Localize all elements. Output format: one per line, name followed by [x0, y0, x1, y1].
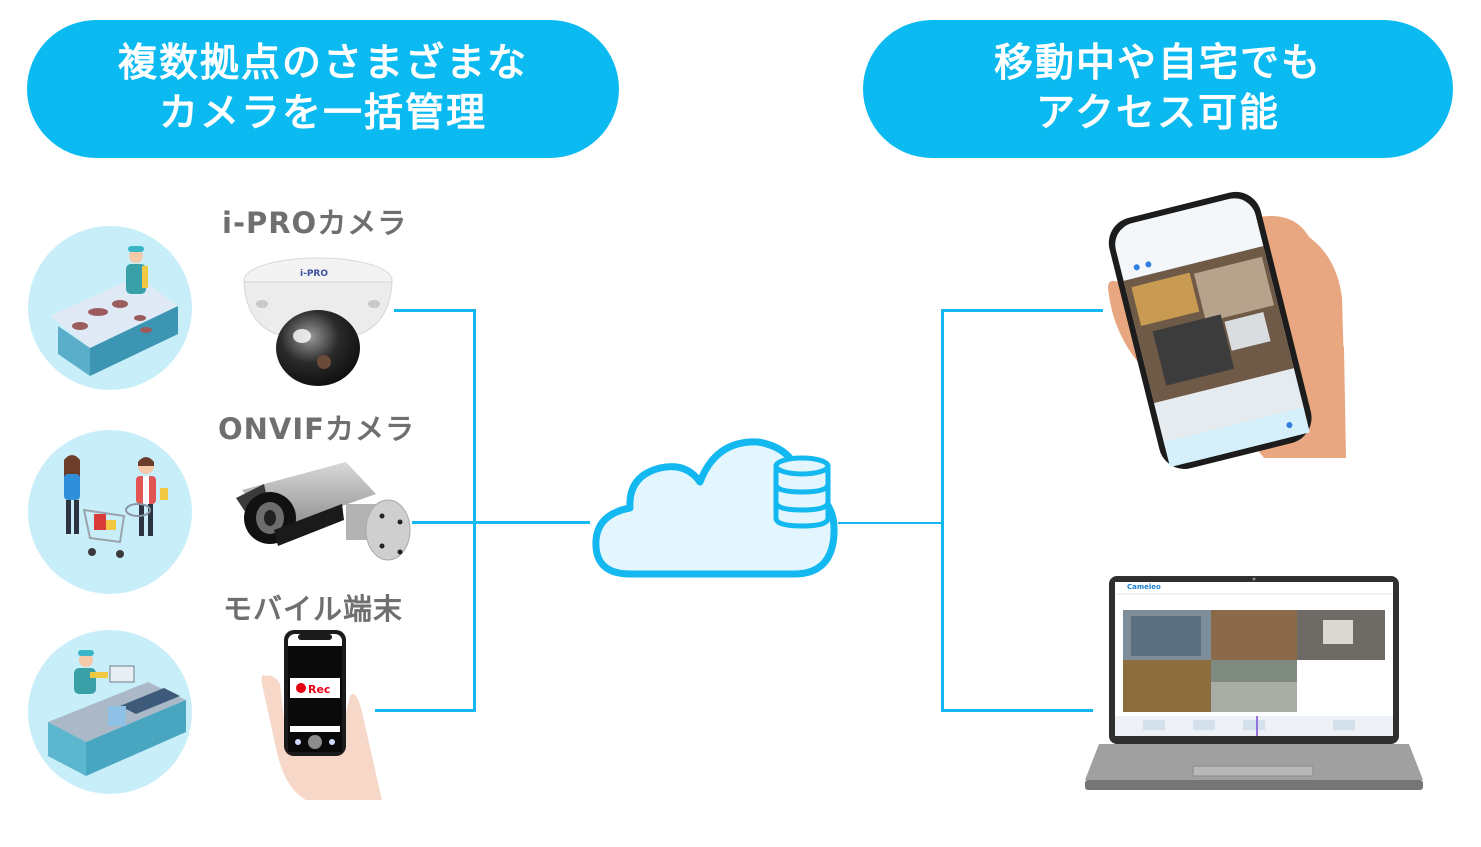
connector-onvif-cloud [412, 521, 590, 524]
dome-camera-icon: i-PRO [243, 257, 393, 386]
header-right-line1: 移動中や自宅でも [993, 41, 1322, 86]
bullet-camera-icon [236, 462, 411, 561]
cloud-database-icon [592, 438, 838, 578]
meat-counter-scene [28, 226, 192, 390]
smartphone-in-hand-icon: Rec [261, 630, 382, 800]
connector-right-bus [941, 309, 944, 712]
shoppers-scene [28, 430, 192, 594]
rec-indicator: Rec [308, 683, 330, 696]
connector-left-bus [473, 309, 476, 712]
laptop-viewer-icon: Cameleo [1083, 576, 1423, 792]
header-pill-left: 複数拠点のさまざまな カメラを一括管理 [27, 20, 619, 158]
smartphone-viewer-icon [1108, 191, 1346, 469]
connector-ipro [394, 309, 475, 312]
shoppers-icon [64, 455, 168, 558]
connector-laptop [941, 709, 1093, 712]
source-label-ipro: i-PROカメラ [222, 206, 408, 240]
connector-cloud-right [838, 522, 942, 524]
header-right-line2: アクセス可能 [1035, 91, 1281, 136]
source-label-onvif: ONVIFカメラ [218, 412, 415, 446]
ipro-brand-mark: i-PRO [300, 269, 328, 279]
meat-counter-icon [50, 246, 178, 376]
checkout-scene [28, 630, 192, 794]
header-pill-right: 移動中や自宅でも アクセス可能 [863, 20, 1453, 158]
header-left-line1: 複数拠点のさまざまな [117, 41, 528, 86]
laptop-app-name: Cameleo [1127, 583, 1161, 591]
connector-mobile [375, 709, 475, 712]
connector-smartphone [941, 309, 1103, 312]
checkout-icon [48, 650, 186, 776]
database-icon [773, 455, 831, 529]
header-left-line2: カメラを一括管理 [158, 91, 487, 136]
source-label-mobile: モバイル端末 [223, 592, 404, 626]
